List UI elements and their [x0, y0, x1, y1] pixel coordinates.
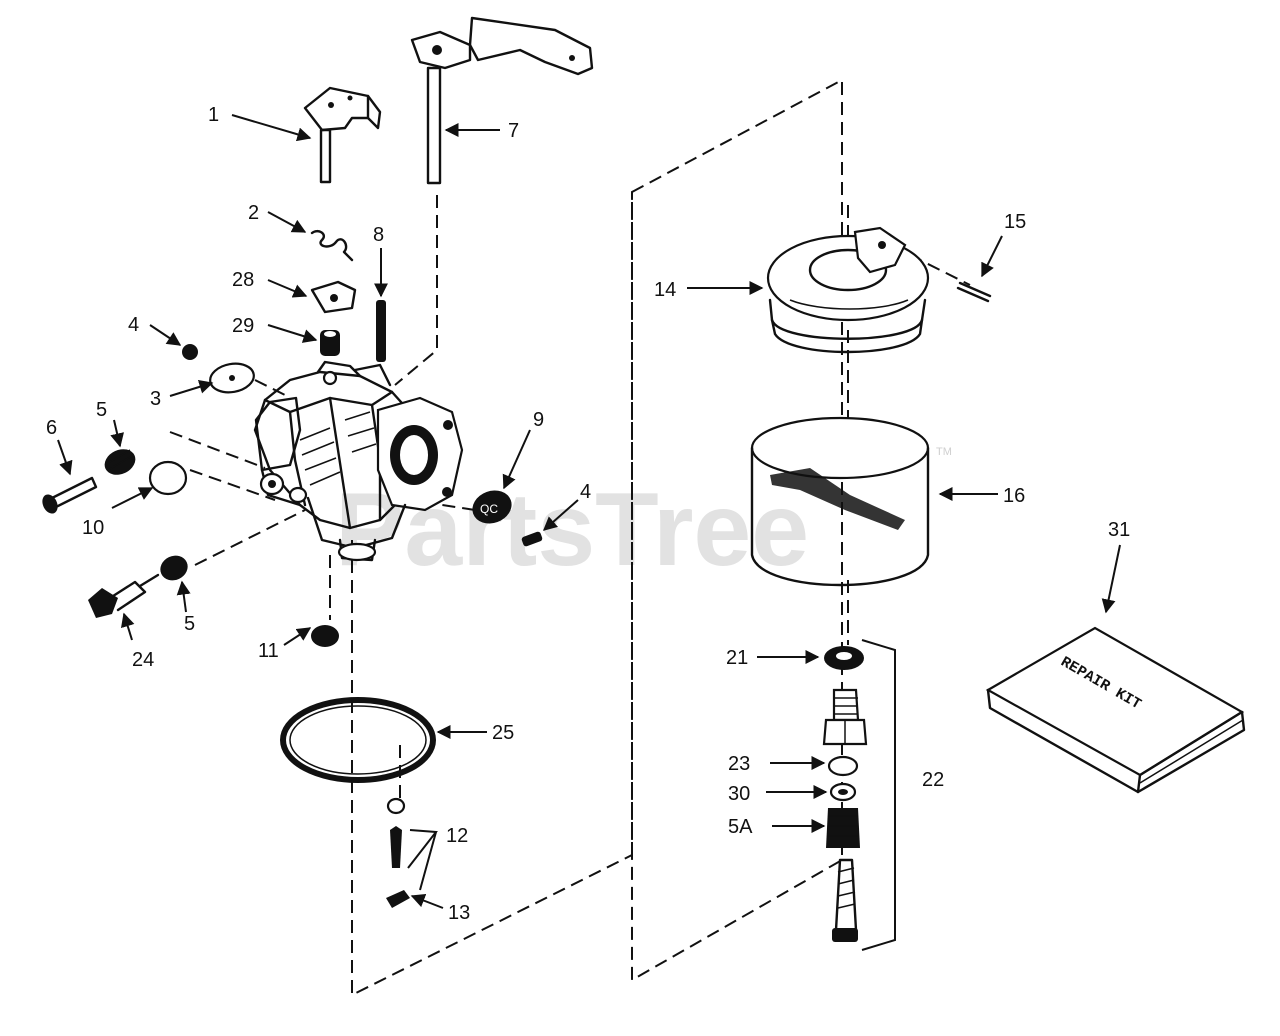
svg-text:QC: QC	[480, 502, 498, 516]
clip-part-13	[386, 890, 410, 908]
plug-part-11	[311, 625, 339, 647]
callout-15: 15	[1004, 211, 1026, 233]
detent-part-28	[310, 280, 357, 314]
callout-30: 30	[728, 783, 750, 805]
repair-kit-part-31: REPAIR KIT	[985, 626, 1246, 794]
callout-labels: 1 2 3 4 5 6 7 8 9 10 11 12 13 14 15 16 2…	[46, 104, 1130, 924]
callout-23: 23	[728, 753, 750, 775]
callout-2: 2	[248, 202, 259, 224]
washer-part-21	[824, 646, 864, 670]
callout-7: 7	[508, 120, 519, 142]
callout-28: 28	[232, 269, 254, 291]
callout-3: 3	[150, 388, 161, 410]
float-part-14	[766, 226, 930, 354]
callout-11: 11	[258, 640, 279, 662]
leader-lines	[57, 114, 1121, 951]
bowl-nut-part-22	[822, 688, 868, 746]
callout-1: 1	[208, 104, 219, 126]
screw-part-4-right	[521, 531, 543, 547]
callout-21: 21	[726, 647, 748, 669]
spring-part-2	[310, 229, 354, 262]
callout-29: 29	[232, 315, 254, 337]
callout-5-upper: 5	[96, 399, 107, 421]
watermark-trademark: TM	[936, 446, 952, 458]
callout-16: 16	[1003, 485, 1025, 507]
assembly-frame	[351, 78, 843, 997]
spring-part-5-lower	[160, 555, 188, 581]
callout-8: 8	[373, 224, 384, 246]
callout-10: 10	[82, 517, 104, 539]
seal-part-29	[320, 330, 340, 356]
spring-part-5a	[826, 808, 860, 848]
washer-part-30	[829, 782, 857, 802]
screw-part-4-top	[182, 344, 198, 360]
carburetor-body	[253, 360, 464, 562]
choke-shaft-part	[410, 16, 594, 185]
needle-part-24	[88, 573, 160, 618]
screw-part-6	[42, 476, 98, 514]
adjusting-screw	[832, 858, 858, 942]
callout-12: 12	[446, 825, 468, 847]
callout-5a: 5A	[728, 816, 753, 838]
washer-part-23	[827, 755, 859, 777]
callout-4-top: 4	[128, 314, 139, 336]
float-bowl-part-16	[750, 416, 930, 587]
callout-14: 14	[654, 279, 676, 301]
callout-5-lower: 5	[184, 613, 195, 635]
spring-part-5-upper	[104, 449, 136, 475]
pin-part-15	[956, 281, 992, 303]
bowl-gasket-part-25	[280, 697, 436, 783]
callout-13: 13	[448, 902, 470, 924]
callout-25: 25	[492, 722, 514, 744]
throttle-plate-part-3	[209, 362, 255, 394]
throttle-shaft-part	[303, 86, 382, 184]
callout-6: 6	[46, 417, 57, 439]
callout-9: 9	[533, 409, 544, 431]
spring-part-8	[376, 300, 386, 362]
callout-22: 22	[922, 769, 944, 791]
callout-24: 24	[132, 649, 154, 671]
needle-seat-part-12	[386, 797, 406, 868]
callout-4-right: 4	[580, 481, 591, 503]
o-ring-part-10	[148, 460, 188, 496]
callout-31: 31	[1108, 519, 1130, 541]
gasket-part-9: QC	[472, 490, 512, 524]
